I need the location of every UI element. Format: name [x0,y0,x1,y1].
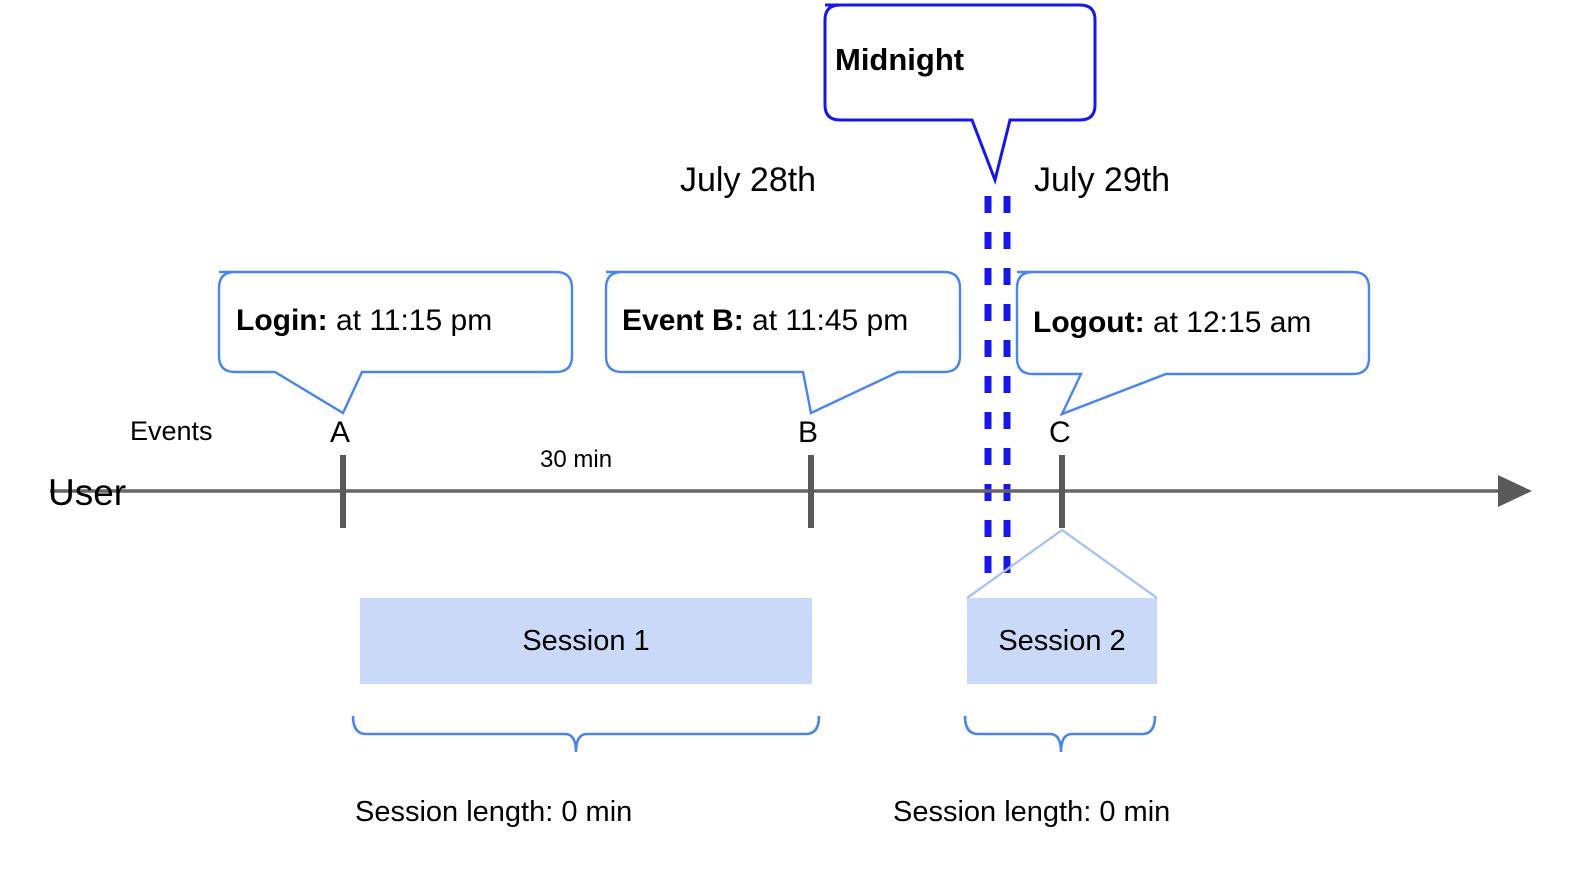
login-callout-label-rest: at 11:15 pm [327,304,493,337]
date-label-left: July 28th [680,161,817,199]
session-1-brace [351,715,821,753]
logout-callout-shape [1015,270,1371,417]
tick-label-a: A [330,416,351,449]
login-callout-label: Login: at 11:15 pm [236,306,492,336]
session-2-bar [967,598,1157,684]
session-1-label: Session 1 [522,625,650,657]
session-2-length-label: Session length: 0 min [893,796,1171,828]
logout-callout-label-bold: Logout: [1033,306,1145,339]
logout-callout-label: Logout: at 12:15 am [1033,308,1311,338]
logout-callout-label-rest: at 12:15 am [1144,306,1312,339]
tick-label-b: B [798,416,819,449]
events-row-label: Events [130,416,213,446]
login-callout-shape [217,270,574,415]
eventb-callout-label-bold: Event B: [622,304,744,337]
user-row-label: User [48,472,127,513]
session-2-brace [963,715,1157,753]
eventb-callout-shape [604,270,962,415]
duration-label-30min: 30 min [540,446,613,473]
midnight-callout-label: Midnight [835,42,965,77]
login-callout-label-bold: Login: [236,304,328,337]
date-label-right: July 29th [1034,161,1171,199]
session-2-connector [966,528,1158,599]
session-1-length-label: Session length: 0 min [355,796,633,828]
session-1-bar [360,598,812,684]
eventb-callout-label: Event B: at 11:45 pm [622,306,908,336]
eventb-callout-label-rest: at 11:45 pm [743,304,909,337]
tick-label-c: C [1049,416,1071,449]
session-2-label: Session 2 [998,625,1126,657]
timeline-arrowhead [1498,475,1532,507]
midnight-callout-shape [823,3,1097,185]
